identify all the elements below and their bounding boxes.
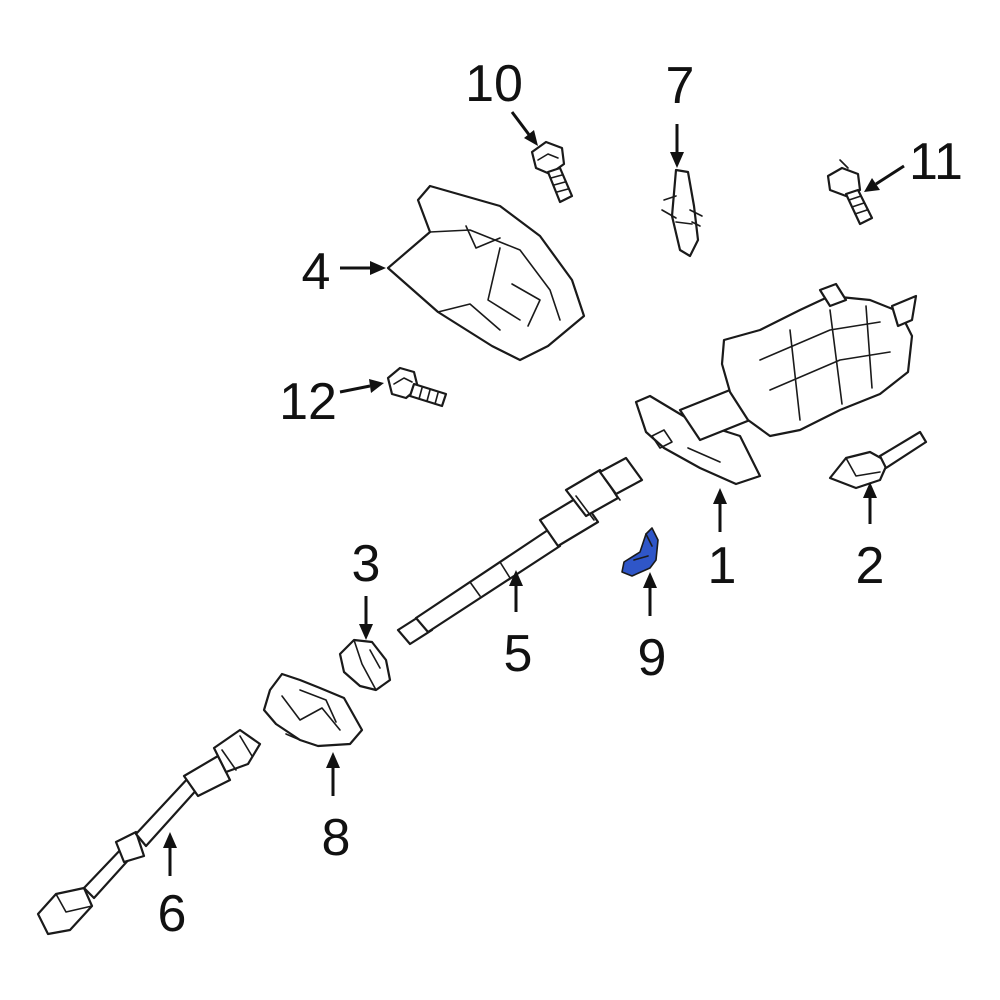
callout-8: 8: [321, 809, 351, 867]
part-8-housing: [262, 672, 364, 748]
part-7-clip: [661, 168, 703, 258]
part-11-bolt: [826, 159, 874, 226]
callout-7: 7: [665, 57, 695, 115]
callout-1: 1: [707, 537, 737, 595]
callout-12: 12: [279, 373, 337, 431]
leader-arrows: [163, 111, 905, 876]
callout-5: 5: [503, 625, 533, 683]
part-12-bolt: [386, 366, 448, 408]
part-10-bolt: [530, 140, 574, 204]
callout-3: 3: [351, 535, 381, 593]
part-9-bracket-highlighted: [621, 527, 659, 577]
callout-2: 2: [855, 537, 885, 595]
part-3-bearing: [338, 638, 392, 692]
callout-11: 11: [909, 133, 963, 191]
part-4-column-cover: [386, 184, 586, 362]
callout-10: 10: [465, 55, 523, 113]
part-2-switch: [828, 430, 928, 490]
callout-4: 4: [301, 243, 331, 301]
callout-9: 9: [637, 629, 667, 687]
part-1-steering-column: [634, 282, 918, 486]
part-6-lower-shaft: [36, 728, 262, 936]
part-5-shaft: [396, 456, 644, 646]
callout-6: 6: [157, 885, 187, 943]
